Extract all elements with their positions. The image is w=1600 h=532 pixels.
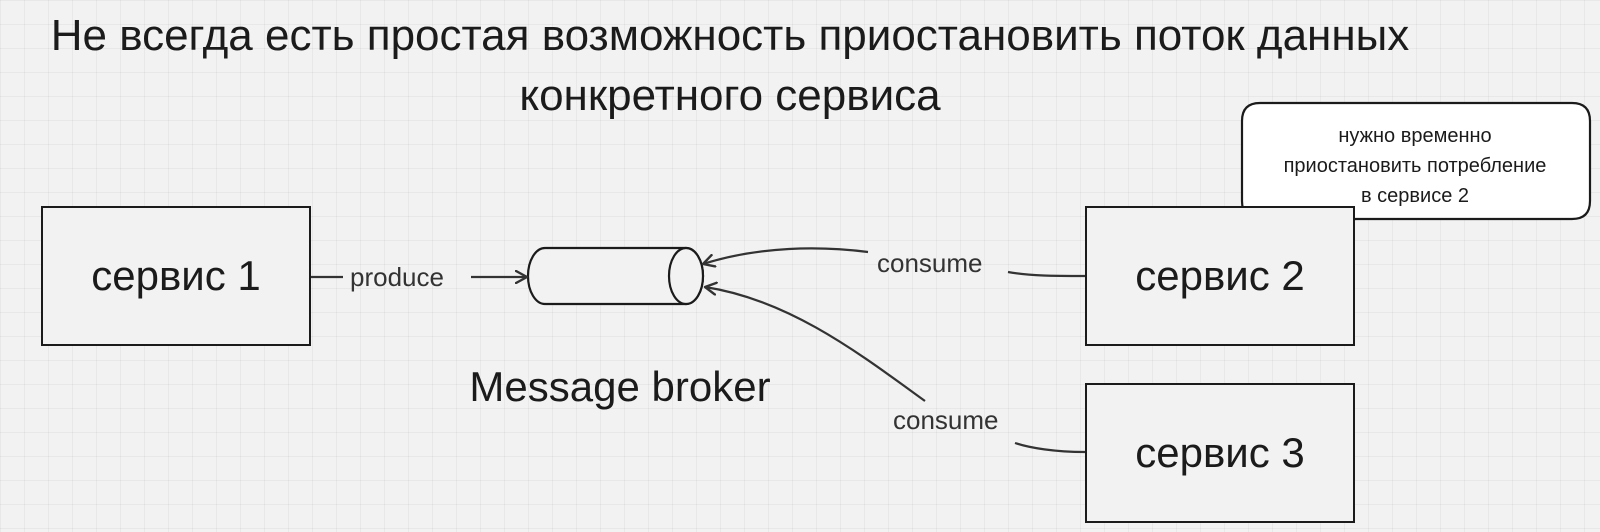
callout-line1: нужно временно	[1338, 125, 1492, 147]
callout-text: нужно временно приостановить потребление…	[1245, 121, 1585, 211]
callout-line2: приостановить потребление	[1283, 155, 1547, 177]
callout-line3: в сервисе 2	[1360, 185, 1470, 207]
consume-arrow-service3	[705, 287, 1086, 454]
service-2-label: сервис 2	[1135, 252, 1305, 299]
page-title-line1: Не всегда есть простая возможность приос…	[50, 11, 1410, 60]
produce-label: produce	[350, 262, 444, 292]
page-title-line2: конкретного сервиса	[519, 71, 941, 120]
service-3-label: сервис 3	[1135, 429, 1305, 476]
page-title: Не всегда есть простая возможность приос…	[0, 6, 1460, 126]
service-3-box: сервис 3	[1085, 383, 1355, 523]
consume-label-service3: consume	[893, 405, 999, 435]
service-1-label: сервис 1	[91, 252, 261, 299]
message-broker-label: Message broker	[469, 363, 771, 410]
consume-label-service2: consume	[877, 248, 983, 278]
service-2-box: сервис 2	[1085, 206, 1355, 346]
service-1-box: сервис 1	[41, 206, 311, 346]
consume-arrow-service2	[703, 247, 1086, 278]
message-broker-queue-icon	[526, 246, 705, 306]
